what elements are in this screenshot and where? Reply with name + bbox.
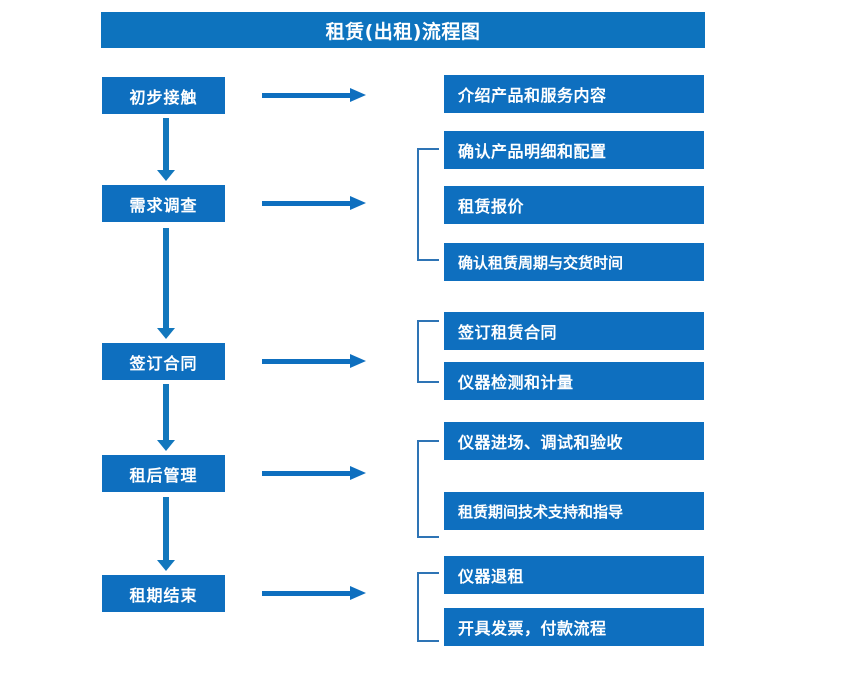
detail-box-2[interactable]: 确认产品明细和配置 xyxy=(444,131,704,169)
detail-box-1[interactable]: 介绍产品和服务内容 xyxy=(444,75,704,113)
bracket-group-3 xyxy=(417,320,439,383)
stage-box-4[interactable]: 租后管理 xyxy=(102,455,225,492)
stage-box-5[interactable]: 租期结束 xyxy=(102,575,225,612)
detail-box-9[interactable]: 仪器退租 xyxy=(444,556,704,594)
bracket-group-4 xyxy=(417,440,439,538)
vertical-arrow-3-to-4 xyxy=(157,384,175,452)
detail-box-10[interactable]: 开具发票，付款流程 xyxy=(444,608,704,646)
detail-box-5[interactable]: 签订租赁合同 xyxy=(444,312,704,350)
horizontal-arrow-5 xyxy=(262,586,366,600)
horizontal-arrow-3 xyxy=(262,354,366,368)
stage-box-3[interactable]: 签订合同 xyxy=(102,343,225,380)
horizontal-arrow-1 xyxy=(262,88,366,102)
bracket-group-2 xyxy=(417,148,439,261)
stage-box-1[interactable]: 初步接触 xyxy=(102,77,225,114)
vertical-arrow-2-to-3 xyxy=(157,228,175,340)
chart-title: 租赁(出租)流程图 xyxy=(101,12,705,48)
detail-box-8[interactable]: 租赁期间技术支持和指导 xyxy=(444,492,704,530)
horizontal-arrow-4 xyxy=(262,466,366,480)
vertical-arrow-4-to-5 xyxy=(157,497,175,572)
detail-box-4[interactable]: 确认租赁周期与交货时间 xyxy=(444,243,704,281)
vertical-arrow-1-to-2 xyxy=(157,118,175,182)
horizontal-arrow-2 xyxy=(262,196,366,210)
detail-box-3[interactable]: 租赁报价 xyxy=(444,186,704,224)
detail-box-7[interactable]: 仪器进场、调试和验收 xyxy=(444,422,704,460)
stage-box-2[interactable]: 需求调查 xyxy=(102,185,225,222)
bracket-group-5 xyxy=(417,572,439,642)
detail-box-6[interactable]: 仪器检测和计量 xyxy=(444,362,704,400)
